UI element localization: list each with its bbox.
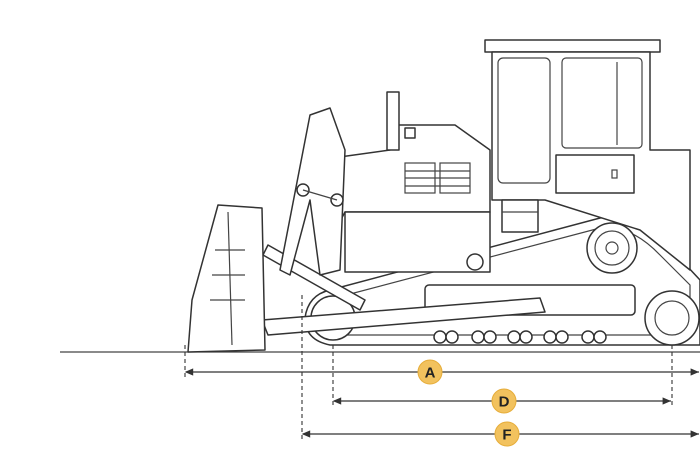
dimension-f-label: F <box>502 427 511 444</box>
link-rod <box>302 189 338 201</box>
sprocket <box>586 222 638 274</box>
engine-side <box>344 211 491 273</box>
frame-pin <box>466 253 484 271</box>
dimension-f-badge: F <box>494 421 520 447</box>
push-arm <box>261 297 546 336</box>
dimension-d-label: D <box>499 394 510 411</box>
bulldozer-drawing <box>60 39 700 353</box>
dimension-a-label: A <box>425 365 436 382</box>
track-rollers <box>433 330 607 344</box>
exhaust-stack <box>386 91 400 151</box>
dimension-a-badge: A <box>417 359 443 385</box>
air-intake <box>404 127 416 139</box>
blade <box>187 204 266 353</box>
idler-wheel <box>644 290 700 346</box>
tilt-arm <box>279 107 346 276</box>
engine-vents <box>404 162 471 194</box>
dimension-d-badge: D <box>491 388 517 414</box>
cab <box>484 39 691 271</box>
